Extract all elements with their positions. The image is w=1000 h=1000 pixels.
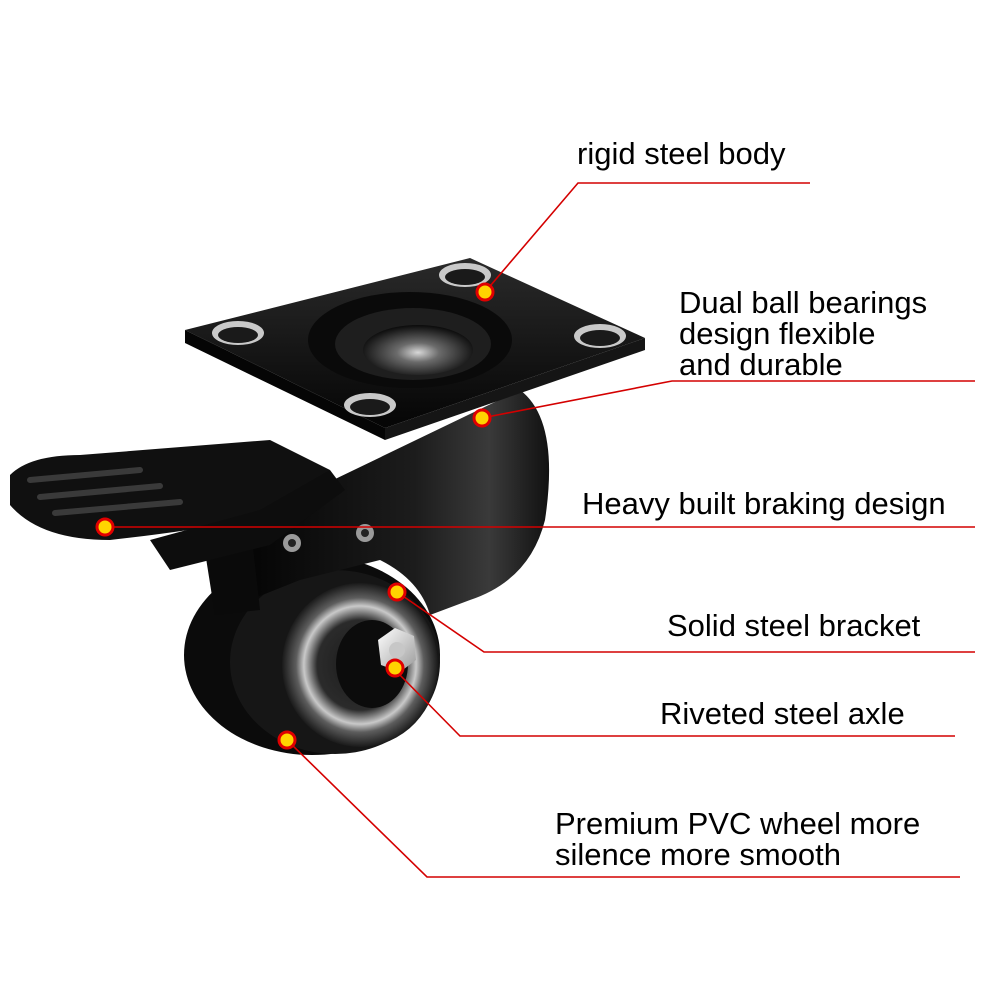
marker-bracket [387,582,407,602]
callout-label-axle: Riveted steel axle [660,698,905,729]
leader-line-bracket [396,591,975,653]
callout-markers [95,282,495,750]
callout-label-wheel: Premium PVC wheel more silence more smoo… [555,808,920,870]
marker-braking [95,517,115,537]
callout-text-line: design flexible [679,316,876,351]
callout-label-bracket: Solid steel bracket [667,610,920,641]
axle-nut [378,628,416,672]
brake-pedal [10,440,374,570]
callout-text-line: Riveted steel axle [660,696,905,731]
callout-label-braking: Heavy built braking design [582,488,946,519]
callout-label-ball-bearings: Dual ball bearings design flexible and d… [679,287,927,380]
leader-line-wheel [286,739,960,878]
callout-text-line: silence more smooth [555,837,842,872]
callout-text-line: Dual ball bearings [679,285,928,320]
callout-label-steel-body: rigid steel body [577,138,786,169]
marker-wheel [277,730,297,750]
leader-lines [105,182,975,878]
callout-text-line: Heavy built braking design [582,486,946,521]
marker-axle [385,658,405,678]
leader-line-steel-body [484,182,810,293]
callout-text-line: and durable [679,347,843,382]
callout-text-line: Premium PVC wheel more [555,806,921,841]
leader-line-ball-bearings [481,380,975,419]
marker-ball-bearings [472,408,492,428]
leader-line-axle [394,669,955,737]
callout-text-line: rigid steel body [577,136,786,171]
marker-steel-body [475,282,495,302]
callout-text-line: Solid steel bracket [667,608,921,643]
mounting-plate [185,258,645,440]
